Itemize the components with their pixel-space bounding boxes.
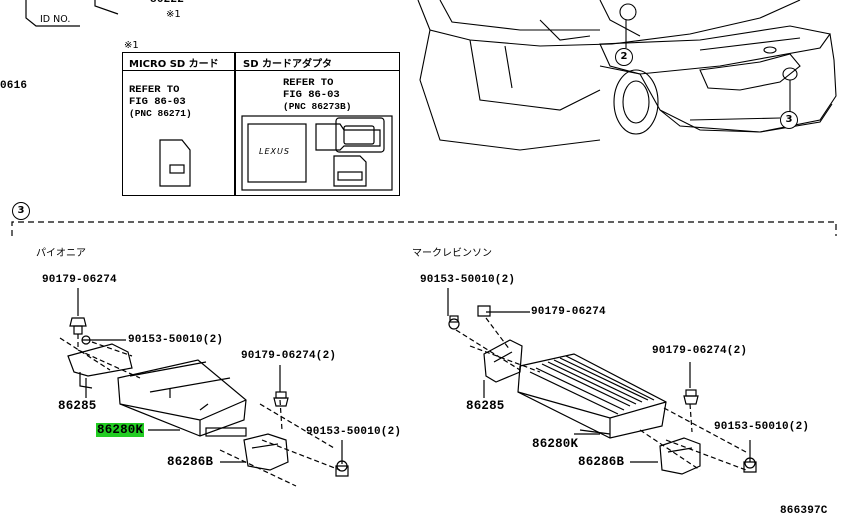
top-note-mark: ※1 xyxy=(166,9,181,20)
micro-sd-title: MICRO SD カード xyxy=(129,59,219,70)
left-unit-label: 86280K xyxy=(96,423,145,437)
callout-2: 2 xyxy=(615,48,633,66)
id-no-label: ID NO. xyxy=(40,14,71,25)
section-bracket xyxy=(11,221,837,236)
left-screw: 90153-50010(2) xyxy=(128,334,224,346)
sd-adapter-title: SD カードアダプタ xyxy=(243,59,332,70)
right-top-bolt: 90179-06274 xyxy=(531,306,606,318)
top-part-partial: 86222 xyxy=(150,0,185,6)
note-box-mark: ※1 xyxy=(124,40,139,51)
right-bracket-right: 86286B xyxy=(578,455,625,469)
micro-sd-reference: REFER TO FIG 86-03 (PNC 86271) xyxy=(129,84,192,120)
right-maker-label: マークレビンソン xyxy=(412,248,492,259)
left-right-screw: 90153-50010(2) xyxy=(306,426,402,438)
right-right-screw: 90153-50010(2) xyxy=(714,421,810,433)
micro-sd-card-icon xyxy=(159,139,191,187)
illustration-id: 866397C xyxy=(780,505,828,517)
callout-3-section: 3 xyxy=(12,202,30,220)
left-bracket-left: 86285 xyxy=(58,399,97,413)
micro-sd-ref-line2: FIG 86-03 xyxy=(129,96,186,108)
left-bracket-right: 86286B xyxy=(167,455,214,469)
note-box xyxy=(122,52,400,196)
right-unit-label: 86280K xyxy=(532,437,579,451)
left-unit-highlight: 86280K xyxy=(96,423,145,437)
left-right-bolt: 90179-06274(2) xyxy=(241,350,337,362)
sd-adapter-ref-line1: REFER TO xyxy=(283,77,334,89)
sd-adapter-panel xyxy=(241,115,393,191)
left-group-art xyxy=(59,288,349,487)
left-top-bolt: 90179-06274 xyxy=(42,274,117,286)
sd-adapter-ref-line3: (PNC 86273B) xyxy=(283,101,352,112)
left-edge-partial: 0616 xyxy=(0,80,28,92)
micro-sd-ref-line1: REFER TO xyxy=(129,84,180,96)
car-illustration xyxy=(417,0,837,151)
right-top-screw: 90153-50010(2) xyxy=(420,274,516,286)
right-group-art xyxy=(447,288,757,475)
sd-adapter-ref-line2: FIG 86-03 xyxy=(283,89,340,101)
left-maker-label: パイオニア xyxy=(36,248,86,259)
micro-sd-ref-line3: (PNC 86271) xyxy=(129,108,192,119)
lexus-logo-text: LEXUS xyxy=(259,147,290,156)
right-bracket-left: 86285 xyxy=(466,399,505,413)
note-box-divider xyxy=(234,53,236,195)
note-box-header xyxy=(123,53,399,71)
callout-3-car: 3 xyxy=(780,111,798,129)
right-right-bolt: 90179-06274(2) xyxy=(652,345,748,357)
sd-adapter-reference: REFER TO FIG 86-03 (PNC 86273B) xyxy=(283,77,351,113)
id-no-leader xyxy=(25,0,119,27)
